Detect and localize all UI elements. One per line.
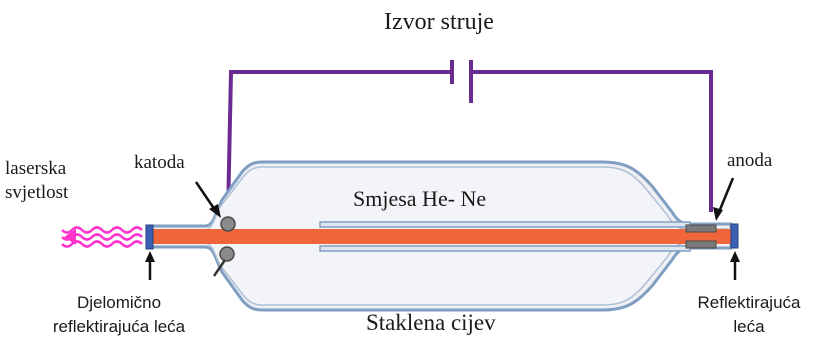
cathode-arrow [194,181,217,211]
partial-mirror-label-line1: Djelomično [76,293,162,312]
cathode-arrowhead [209,204,221,218]
partial-mirror-arrowhead [145,251,155,262]
full-mirror-arrowhead [730,251,740,262]
anode-electrode-top [685,224,717,233]
laser-arrowhead [64,229,76,245]
anode-electrode-bottom [685,240,717,249]
partial-mirror-label-line2: reflektirajuća leća [52,317,186,336]
laser-light-waves [61,226,143,248]
wire-left [226,70,452,215]
anode-label: anoda [727,150,773,171]
full-mirror-label-line1: Reflektirajuća [697,293,801,312]
anode-arrowhead [713,207,723,221]
full-mirror-label-line2: leća [733,317,765,336]
capillary-bottom-wall [319,245,691,252]
partial-mirror [145,224,154,250]
laser-light-label-line1: laserska [5,158,67,179]
gas-mixture-label: Smjesa He- Ne [353,186,487,211]
power-circuit [226,60,713,215]
cathode-bottom [219,246,235,262]
glass-tube-label: Staklena cijev [366,310,496,335]
laser-beam [152,229,732,244]
power-source-label: Izvor struje [384,9,494,35]
wire-right [471,70,713,212]
cathode [212,216,236,277]
laser-wave-1 [61,226,143,234]
anode-arrow [717,177,735,213]
cathode-lead [212,259,227,277]
capillary-top-wall [319,221,691,228]
laser-light-label-line2: svjetlost [5,182,69,203]
pointer-arrows [145,177,740,280]
cathode-top [220,216,236,232]
cathode-label: katoda [134,152,185,173]
full-mirror [730,223,739,249]
